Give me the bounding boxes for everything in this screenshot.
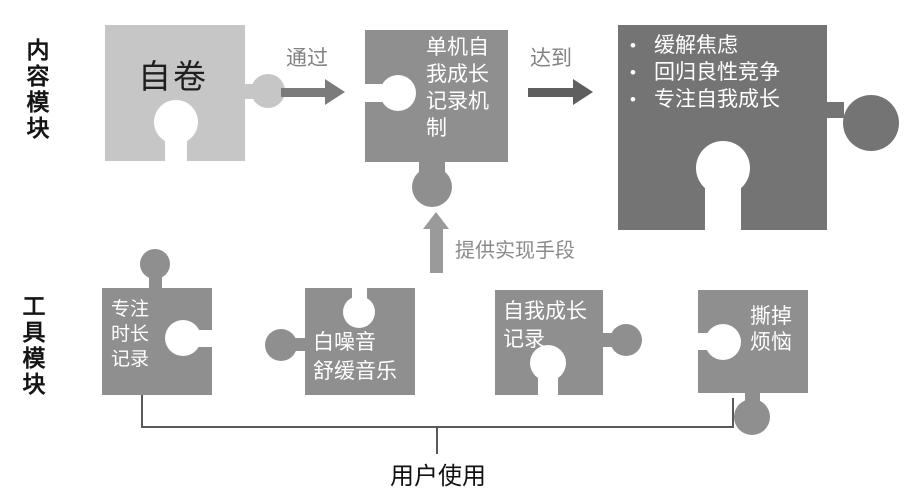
puzzle-hole-slot <box>195 330 212 347</box>
puzzle-knob-neck <box>826 102 844 118</box>
arrow-shaft <box>528 88 573 97</box>
arrow-head-icon <box>573 79 593 105</box>
puzzle-hole-left <box>705 324 741 360</box>
label-line: 烦恼 <box>750 331 792 354</box>
mechanism-line: 我成长 <box>426 63 489 86</box>
arrow-head-icon <box>423 212 449 229</box>
tear-troubles-label: 撕掉 烦恼 <box>750 304 804 356</box>
outcomes-list: 缓解焦虑 回归良性竞争 专注自我成长 <box>630 32 820 113</box>
arrow-shaft <box>281 88 325 97</box>
row-label-tool-module: 工具模块 <box>19 294 45 398</box>
label-line: 记录 <box>111 349 150 370</box>
provide-means-label: 提供实现手段 <box>455 240 575 262</box>
mechanism-line: 制 <box>426 117 447 140</box>
label-line: 自我成长 <box>503 300 587 323</box>
label-line: 时长 <box>111 324 150 345</box>
bracket-right-line <box>732 398 734 428</box>
bracket-horizontal-line <box>141 426 734 428</box>
puzzle-hole-top <box>343 296 375 328</box>
puzzle-knob-right <box>610 324 642 356</box>
puzzle-knob-bottom <box>734 399 770 435</box>
row-label-content-module: 内容模块 <box>23 38 49 142</box>
label-line: 专注 <box>111 299 150 320</box>
mechanism-line: 记录机 <box>426 90 489 113</box>
arrow-head-icon <box>325 79 345 105</box>
puzzle-knob-right <box>251 74 285 108</box>
puzzle-hole-slot <box>352 288 367 299</box>
growth-record-label: 自我成长 记录 <box>503 298 599 354</box>
puzzle-hole-left <box>380 75 416 111</box>
white-noise-label: 白噪音 舒缓音乐 <box>313 328 413 386</box>
puzzle-knob-bottom <box>412 167 452 207</box>
puzzle-label-mechanism: 单机自 我成长 记录机 制 <box>426 34 510 142</box>
label-line: 撕掉 <box>750 305 792 328</box>
label-line: 白噪音 <box>313 331 376 354</box>
outcome-item: 缓解焦虑 <box>630 32 820 59</box>
user-usage-label: 用户使用 <box>390 463 486 490</box>
arrow-shaft <box>430 228 443 273</box>
puzzle-knob-neck <box>745 392 760 402</box>
focus-record-label: 专注 时长 记录 <box>111 297 159 372</box>
outcome-item: 专注自我成长 <box>630 86 820 113</box>
puzzle-knob-neck <box>149 275 162 289</box>
puzzle-knob-top <box>140 249 170 279</box>
arrow-achieve-label: 达到 <box>530 47 572 70</box>
puzzle-hole-slot <box>538 375 558 395</box>
puzzle-label-involution: 自卷 <box>138 58 208 95</box>
label-line: 舒缓音乐 <box>313 360 397 383</box>
puzzle-hole-slot <box>165 130 187 161</box>
puzzle-knob-neck <box>244 84 254 99</box>
mechanism-line: 单机自 <box>426 36 489 59</box>
puzzle-hole-slot <box>365 84 382 102</box>
outcome-item: 回归良性竞争 <box>630 59 820 86</box>
arrow-through-label: 通过 <box>286 47 328 70</box>
bracket-center-tick <box>436 428 438 454</box>
puzzle-knob-right <box>843 95 899 151</box>
bracket-left-line <box>141 395 143 427</box>
label-line: 记录 <box>503 328 545 351</box>
puzzle-knob-neck <box>419 161 445 172</box>
puzzle-hole-slot <box>705 185 741 230</box>
puzzle-knob-neck <box>293 338 306 351</box>
puzzle-knob-left <box>265 329 297 361</box>
